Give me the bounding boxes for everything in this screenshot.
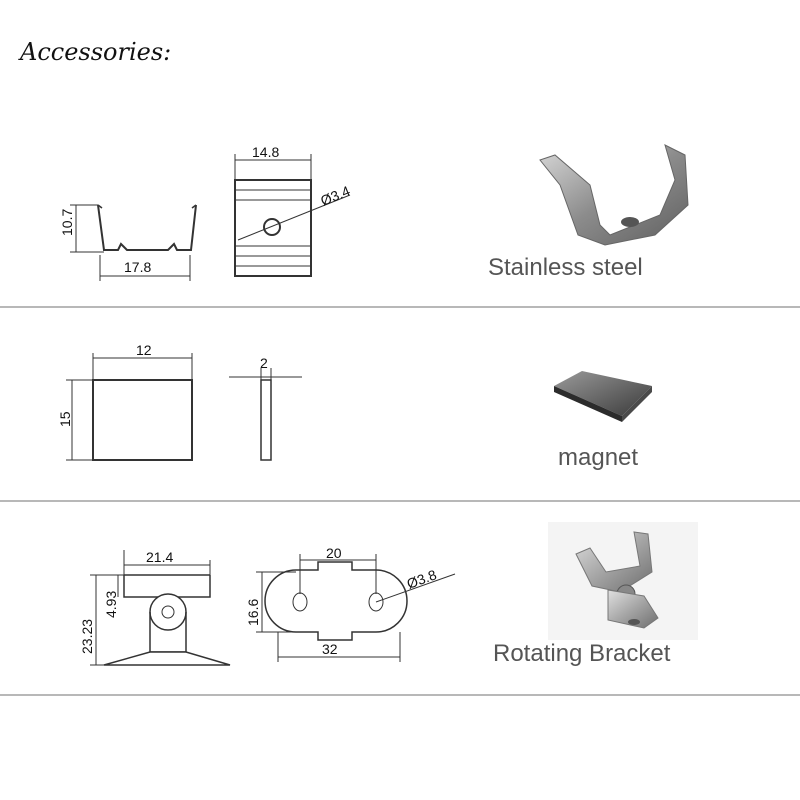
rotating-bracket-drawing: 21.4 4.93 23.23 20 16.6 Ø3.8 32	[79, 545, 456, 666]
magnet-label: magnet	[558, 444, 639, 471]
magnet-drawing: 12 15 2	[57, 342, 302, 461]
dim-width: 12	[136, 342, 152, 358]
stainless-steel-drawing: 10.7 17.8 14.8 Ø3.4	[59, 144, 352, 281]
dim-base-height: 16.6	[245, 599, 261, 626]
divider	[0, 306, 800, 308]
dim-height: 15	[57, 411, 73, 427]
rotating-bracket-label: Rotating Bracket	[493, 640, 671, 667]
row-stainless-steel: 10.7 17.8 14.8 Ø3.4 Stainless steel	[0, 0, 800, 306]
row-magnet: 12 15 2 magnet	[0, 308, 800, 500]
dim-width: 17.8	[124, 259, 151, 275]
stainless-steel-label: Stainless steel	[488, 254, 643, 281]
dim-slot-spacing: 20	[326, 545, 342, 561]
dim-thickness: 2	[260, 355, 268, 371]
dim-total-height: 23.23	[79, 619, 95, 654]
page-title: Accessories:	[20, 38, 172, 66]
rotating-bracket-image	[548, 522, 698, 640]
dim-clip-height: 4.93	[103, 591, 119, 618]
dim-clip-width: 14.8	[252, 144, 279, 160]
divider	[0, 500, 800, 502]
dim-hole: Ø3.4	[318, 182, 352, 208]
divider	[0, 694, 800, 696]
stainless-steel-clip-image	[539, 144, 689, 246]
magnet-image	[554, 371, 652, 422]
dim-hole: Ø3.8	[405, 566, 439, 591]
dim-height: 10.7	[59, 209, 75, 236]
dim-base-length: 32	[322, 641, 338, 657]
dim-top-width: 21.4	[146, 549, 173, 565]
row-rotating-bracket: 21.4 4.93 23.23 20 16.6 Ø3.8 32	[0, 502, 800, 694]
